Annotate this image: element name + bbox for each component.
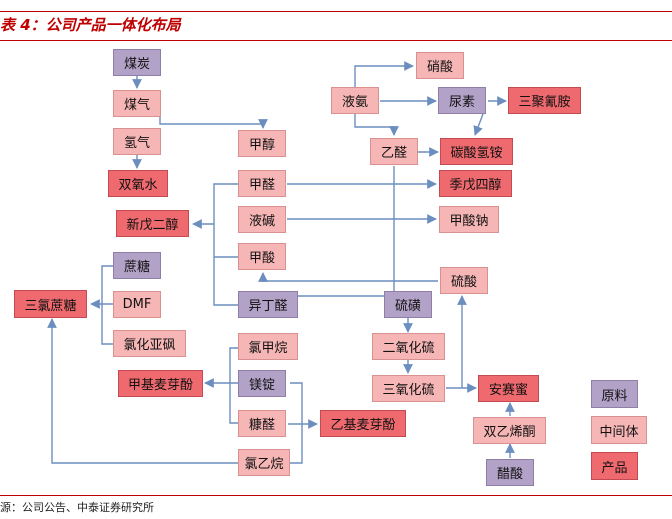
node-acesulfame-k: 安赛蜜 <box>478 375 539 402</box>
top-rule <box>0 11 672 12</box>
arrow-gas-methanol <box>159 117 268 129</box>
line-mecl-bus <box>229 347 238 424</box>
node-magnesium-ingot: 镁锭 <box>238 370 286 397</box>
source-note: 源：公司公告、中泰证券研究所 <box>0 501 154 514</box>
node-ammonium-bicarbonate: 碳酸氢铵 <box>440 138 513 165</box>
node-liquid-caustic-soda: 液碱 <box>238 206 286 233</box>
arrow-sulfuric-formic <box>258 272 438 282</box>
arrow-nh3-nitric <box>354 61 414 87</box>
line-sucrose-bus <box>101 265 113 345</box>
line-chloroethane-right <box>290 382 303 464</box>
node-thionyl-chloride: 氯化亚砜 <box>113 330 186 357</box>
node-coal-gas: 煤气 <box>113 90 161 117</box>
arrow-chloroethane-sucralose <box>47 318 238 464</box>
node-urea: 尿素 <box>438 87 486 114</box>
arrow-urea-abc <box>473 113 484 136</box>
bottom-rule <box>0 495 672 496</box>
node-methyl-chloride: 氯甲烷 <box>238 333 298 360</box>
node-hydrogen-peroxide: 双氧水 <box>108 170 168 197</box>
node-acetaldehyde: 乙醛 <box>370 138 418 165</box>
node-coal: 煤炭 <box>113 49 161 76</box>
node-diketene: 双乙烯酮 <box>473 417 546 444</box>
node-neopentyl-glycol: 新戊二醇 <box>116 210 189 237</box>
node-sucralose: 三氯蔗糖 <box>14 290 87 318</box>
node-dmf: DMF <box>113 291 161 318</box>
node-sodium-formate: 甲酸钠 <box>439 206 499 233</box>
node-acetic-acid: 醋酸 <box>486 459 534 486</box>
node-sulfur: 硫磺 <box>384 291 432 318</box>
node-melamine: 三聚氰胺 <box>508 87 581 114</box>
node-pentaerythritol: 季戊四醇 <box>439 170 512 197</box>
node-formic-acid: 甲酸 <box>238 243 286 270</box>
node-chloroethane: 氯乙烷 <box>238 449 290 476</box>
node-nitric-acid: 硝酸 <box>416 52 464 79</box>
node-hydrogen: 氢气 <box>113 128 161 155</box>
line-formaldehyde-bus <box>213 183 238 306</box>
node-sucrose: 蔗糖 <box>113 252 161 279</box>
legend-product: 产品 <box>591 452 638 480</box>
title-rule <box>0 40 672 41</box>
node-ethyl-maltol: 乙基麦芽酚 <box>320 410 406 437</box>
node-liquid-ammonia: 液氨 <box>331 87 379 114</box>
node-formaldehyde: 甲醛 <box>238 170 286 197</box>
legend-intermediate: 中间体 <box>591 416 647 444</box>
node-methanol: 甲醇 <box>238 130 286 157</box>
node-sulfur-trioxide: 三氧化硫 <box>372 375 445 402</box>
arrow-acetaldehyde-bus <box>297 166 395 297</box>
node-sulfur-dioxide: 二氧化硫 <box>372 333 445 360</box>
figure-title: 表 4：公司产品一体化布局 <box>0 16 181 34</box>
node-sulfuric-acid: 硫酸 <box>440 267 488 294</box>
legend-raw-material: 原料 <box>591 380 638 408</box>
node-isobutyraldehyde: 异丁醛 <box>238 291 298 318</box>
node-furfural: 糠醛 <box>238 410 286 437</box>
node-maltol: 甲基麦芽酚 <box>118 370 203 397</box>
arrow-nh3-acetaldehyde <box>354 114 399 136</box>
